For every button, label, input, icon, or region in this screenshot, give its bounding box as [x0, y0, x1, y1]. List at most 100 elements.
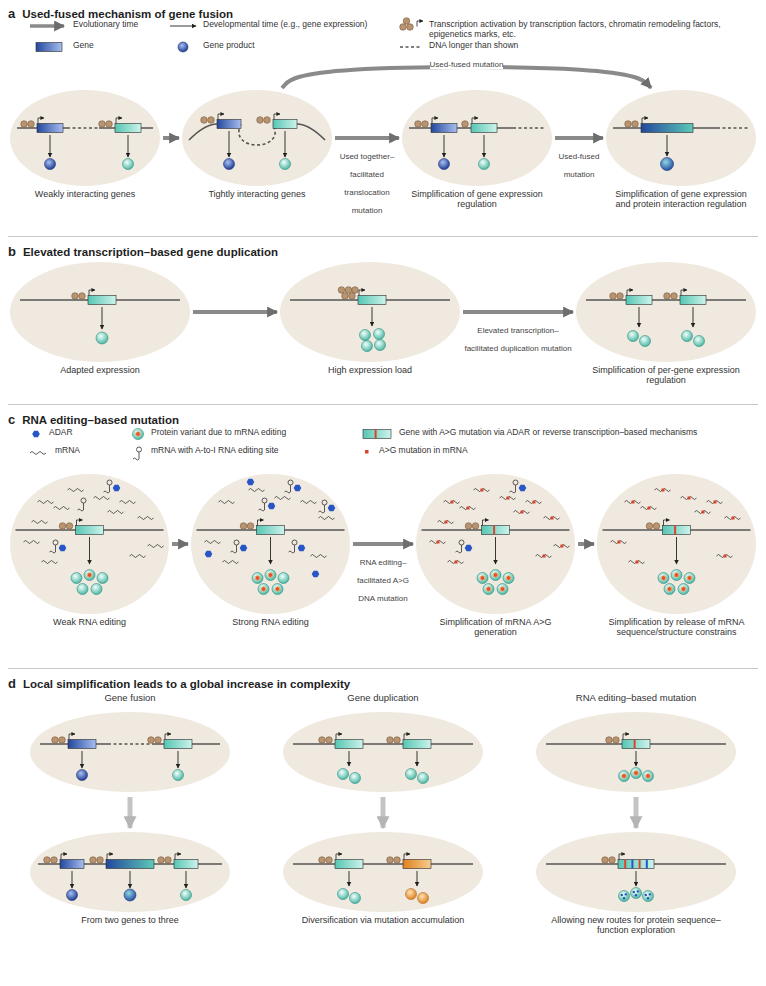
adar-enzyme [59, 545, 67, 552]
transcription-start [258, 520, 264, 526]
transcription-factor [602, 857, 609, 864]
gene-box [471, 124, 497, 133]
transcription-factor [44, 857, 51, 864]
adar-enzyme [328, 505, 336, 512]
transcription-factor [407, 24, 414, 31]
development-arrow [349, 751, 350, 766]
panel-band: aUsed-fused mechanism of gene fusionWeak… [0, 0, 766, 236]
mrna-mutation [551, 517, 554, 520]
mutation-stripe [493, 526, 495, 535]
legend-text: mRNA with A-to-I RNA editing site [151, 446, 279, 456]
panel-title: Elevated transcription–based gene duplic… [23, 246, 278, 258]
transcription-factor [400, 24, 407, 31]
edit-dot [646, 774, 651, 779]
mutation-stripe [634, 740, 636, 749]
transcription-factor [79, 293, 86, 300]
evolution-arrow [163, 136, 179, 140]
mrna-hairpin-loop [234, 540, 239, 545]
cell-illustration [536, 832, 736, 912]
edge-label: Elevated transcription–facilitated dupli… [464, 326, 571, 353]
column-group: Gene duplicationDiversification via muta… [263, 692, 503, 980]
legend-entry: Developmental time (e.g., gene expressio… [168, 20, 388, 32]
adar-enzyme [205, 551, 213, 558]
gene-product [123, 159, 134, 170]
gene-product [96, 332, 108, 344]
legend-entry: Gene [28, 41, 158, 53]
transcription-start [77, 520, 83, 526]
panel-separator [8, 668, 758, 669]
stage-cell: High expression load [280, 262, 460, 375]
mrna [148, 545, 164, 548]
panel-header: aUsed-fused mechanism of gene fusion [0, 0, 766, 22]
gene-box [358, 296, 386, 305]
stage-cell: Adapted expression [10, 262, 190, 375]
transition-arrow [128, 797, 133, 828]
transcription-factor [352, 287, 359, 294]
mrna [319, 517, 335, 520]
transcription-start [69, 734, 75, 740]
edit-dot [661, 576, 666, 581]
legend-sample [168, 20, 198, 32]
legend-sample [360, 428, 394, 440]
stage-cell: Diversification via mutation accumulatio… [283, 832, 483, 925]
mrna-mutation [618, 541, 621, 544]
transcription-start [404, 734, 410, 740]
dna-strand [293, 743, 473, 745]
mrna [460, 507, 476, 510]
development-arrow-sample [170, 26, 196, 27]
mrna-hairpin [104, 485, 110, 493]
gene-box [663, 526, 691, 535]
transcription-factor [208, 117, 215, 124]
gene-box [641, 124, 693, 133]
mrna [32, 521, 48, 524]
transcription-factor [465, 523, 472, 530]
development-arrow [229, 131, 230, 157]
mrna [223, 561, 239, 564]
mrna [54, 507, 70, 510]
legend-entry: Transcription activation by transcriptio… [398, 20, 756, 40]
dna-strand [108, 743, 152, 745]
adar-enzyme [294, 485, 302, 492]
legend-entry: Gene product [168, 41, 368, 53]
gene-box [335, 740, 363, 749]
transcription-factor [97, 857, 104, 864]
development-arrow [102, 307, 103, 329]
mrna-mutation [714, 501, 717, 504]
transcription-factor [106, 121, 113, 128]
gene-product [628, 331, 639, 342]
development-arrow [349, 871, 350, 886]
transcription-start [664, 520, 670, 526]
legend-text: Transcription activation by transcriptio… [429, 20, 756, 40]
evolution-arrow [578, 542, 594, 546]
mrna-hairpin-loop [262, 498, 267, 503]
adar-enzyme [465, 545, 473, 552]
gene-product [45, 159, 56, 170]
transcription-factor [606, 737, 613, 744]
legend-sample [398, 41, 424, 53]
mrna [42, 561, 58, 564]
panel-header: dLocal simplification leads to a global … [0, 670, 766, 692]
edge-label-box: Used together–facilitated translocation … [334, 145, 400, 217]
gene-box [626, 296, 652, 305]
mrna-hairpin-loop [288, 480, 293, 485]
development-arrow [130, 871, 131, 888]
gene-product [418, 773, 429, 784]
edge-label: Used together–facilitated translocation … [340, 152, 395, 215]
adar-enzyme [240, 545, 248, 552]
cell-illustration [597, 474, 756, 614]
legend-text: A>G mutation in mRNA [379, 446, 468, 456]
edit-dot [645, 894, 647, 896]
transcription-factor [472, 523, 479, 530]
cell-ellipse [30, 712, 230, 792]
mrna [514, 511, 530, 514]
cell-ellipse [30, 832, 230, 912]
transcription-start [175, 854, 181, 860]
legend-sample [130, 428, 146, 440]
mutation-stripe [631, 860, 633, 869]
mrna [438, 521, 454, 524]
transcription-factor [326, 737, 333, 744]
gene-box [335, 860, 363, 869]
mrna-hairpin [259, 503, 265, 511]
transcription-factor [609, 857, 616, 864]
stage-cell: Simplification of gene expression and pr… [606, 90, 756, 210]
